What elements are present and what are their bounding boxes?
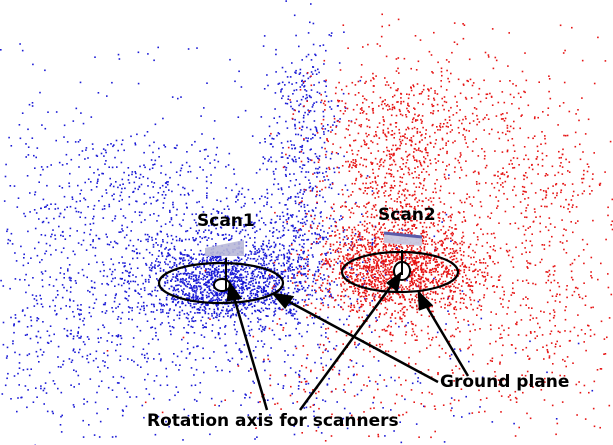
scan2-ground-plane-ellipse (340, 250, 460, 294)
ground-plane-label: Ground plane (440, 372, 570, 392)
scan1-ground-plane-ellipse (157, 261, 285, 305)
scan1-scanner-marker (205, 240, 244, 256)
scan1-base (213, 278, 231, 292)
scan1-label: Scan1 (197, 211, 255, 231)
ground-plane-arrows (270, 289, 470, 384)
rotation-axis-arrows (226, 271, 402, 411)
rotation-axis-label: Rotation axis for scanners (147, 411, 399, 431)
scan2-label: Scan2 (378, 205, 436, 225)
